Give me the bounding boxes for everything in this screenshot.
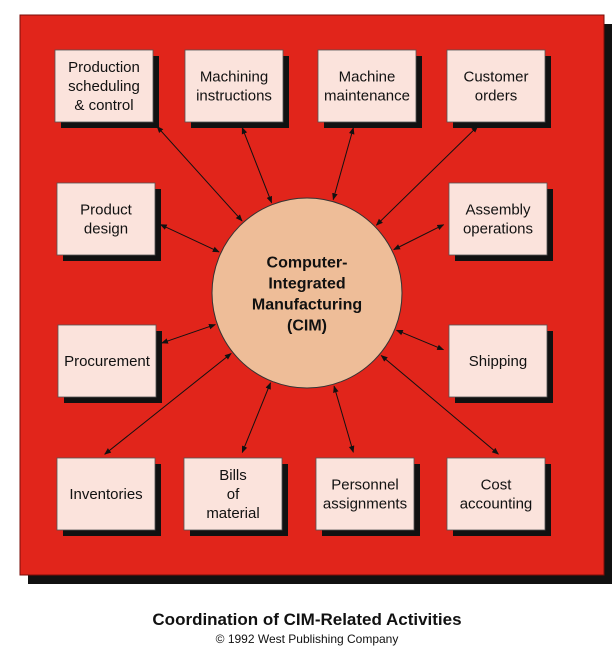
arrow-assembly-operations — [393, 224, 445, 251]
activity-box-assembly-operations: Assembly operations — [448, 182, 553, 261]
activity-label-line: operations — [463, 221, 533, 238]
activity-box-procurement: Procurement — [57, 324, 162, 403]
activity-label-line: assignments — [323, 496, 407, 513]
box-face — [56, 182, 156, 256]
activity-box-bills-of-material: Bills of material — [183, 457, 288, 536]
activity-label-line: instructions — [196, 88, 272, 105]
cim-label-line: Computer- — [267, 255, 348, 272]
activity-label-line: material — [206, 505, 259, 522]
activity-label-line: Personnel — [331, 477, 399, 494]
activity-box-machine-maintenance: Machine maintenance — [317, 49, 422, 128]
cim-circle — [211, 197, 403, 389]
activity-box-machining-instructions: Machining instructions — [184, 49, 289, 128]
box-face — [448, 182, 548, 256]
activity-box-cost-accounting: Cost accounting — [446, 457, 551, 536]
box-face — [56, 457, 156, 531]
box-face — [446, 49, 546, 123]
cim-label-line: (CIM) — [287, 318, 327, 335]
box-face — [448, 324, 548, 398]
activity-label-line: Shipping — [469, 353, 527, 370]
activity-label-line: Customer — [463, 69, 528, 86]
activity-label-line: accounting — [460, 496, 533, 513]
arrow-product-design — [159, 224, 220, 253]
box-face — [54, 49, 154, 123]
arrow-bills-of-material — [241, 382, 271, 454]
box-face — [183, 457, 283, 531]
activity-box-production-scheduling: Production scheduling & control — [54, 49, 159, 128]
activity-label-line: Assembly — [465, 202, 531, 219]
activity-label-line: Product — [80, 202, 133, 219]
activity-box-shipping: Shipping — [448, 324, 553, 403]
activity-label-line: Production — [68, 59, 140, 76]
activity-label-line: maintenance — [324, 88, 410, 105]
caption-copyright: © 1992 West Publishing Company — [215, 632, 399, 646]
box-face — [57, 324, 157, 398]
box-face — [315, 457, 415, 531]
activity-label-line: scheduling — [68, 78, 140, 95]
activity-box-product-design: Product design — [56, 182, 161, 261]
activity-box-personnel-assignments: Personnel assignments — [315, 457, 420, 536]
activity-label-line: Inventories — [69, 486, 142, 503]
activity-label-line: Machine — [339, 69, 396, 86]
activity-label-line: Procurement — [64, 353, 151, 370]
cim-diagram: Production scheduling & control Machining in… — [19, 14, 612, 584]
arrow-customer-orders — [375, 125, 479, 226]
arrow-procurement — [161, 323, 216, 344]
activity-label-line: design — [84, 221, 128, 238]
activity-label-line: Cost — [481, 477, 513, 494]
activity-label-line: Machining — [200, 69, 268, 86]
caption-title: Coordination of CIM-Related Activities — [152, 610, 462, 629]
cim-label-line: Integrated — [268, 276, 345, 293]
activity-box-customer-orders: Customer orders — [446, 49, 551, 128]
activity-label-line: & control — [74, 97, 133, 114]
activity-box-inventories: Inventories — [56, 457, 161, 536]
arrow-inventories — [104, 353, 232, 455]
arrow-machine-maintenance — [332, 127, 355, 201]
arrow-cost-accounting — [380, 355, 499, 455]
cim-label-line: Manufacturing — [252, 297, 362, 314]
box-face — [317, 49, 417, 123]
arrow-machining-instructions — [241, 126, 273, 204]
arrow-shipping — [395, 329, 445, 351]
arrow-personnel-assignments — [333, 385, 355, 453]
activity-label-line: of — [227, 486, 240, 503]
activity-label-line: orders — [475, 88, 518, 105]
arrow-production-scheduling — [156, 125, 243, 222]
box-face — [184, 49, 284, 123]
box-face — [446, 457, 546, 531]
activity-label-line: Bills — [219, 467, 247, 484]
